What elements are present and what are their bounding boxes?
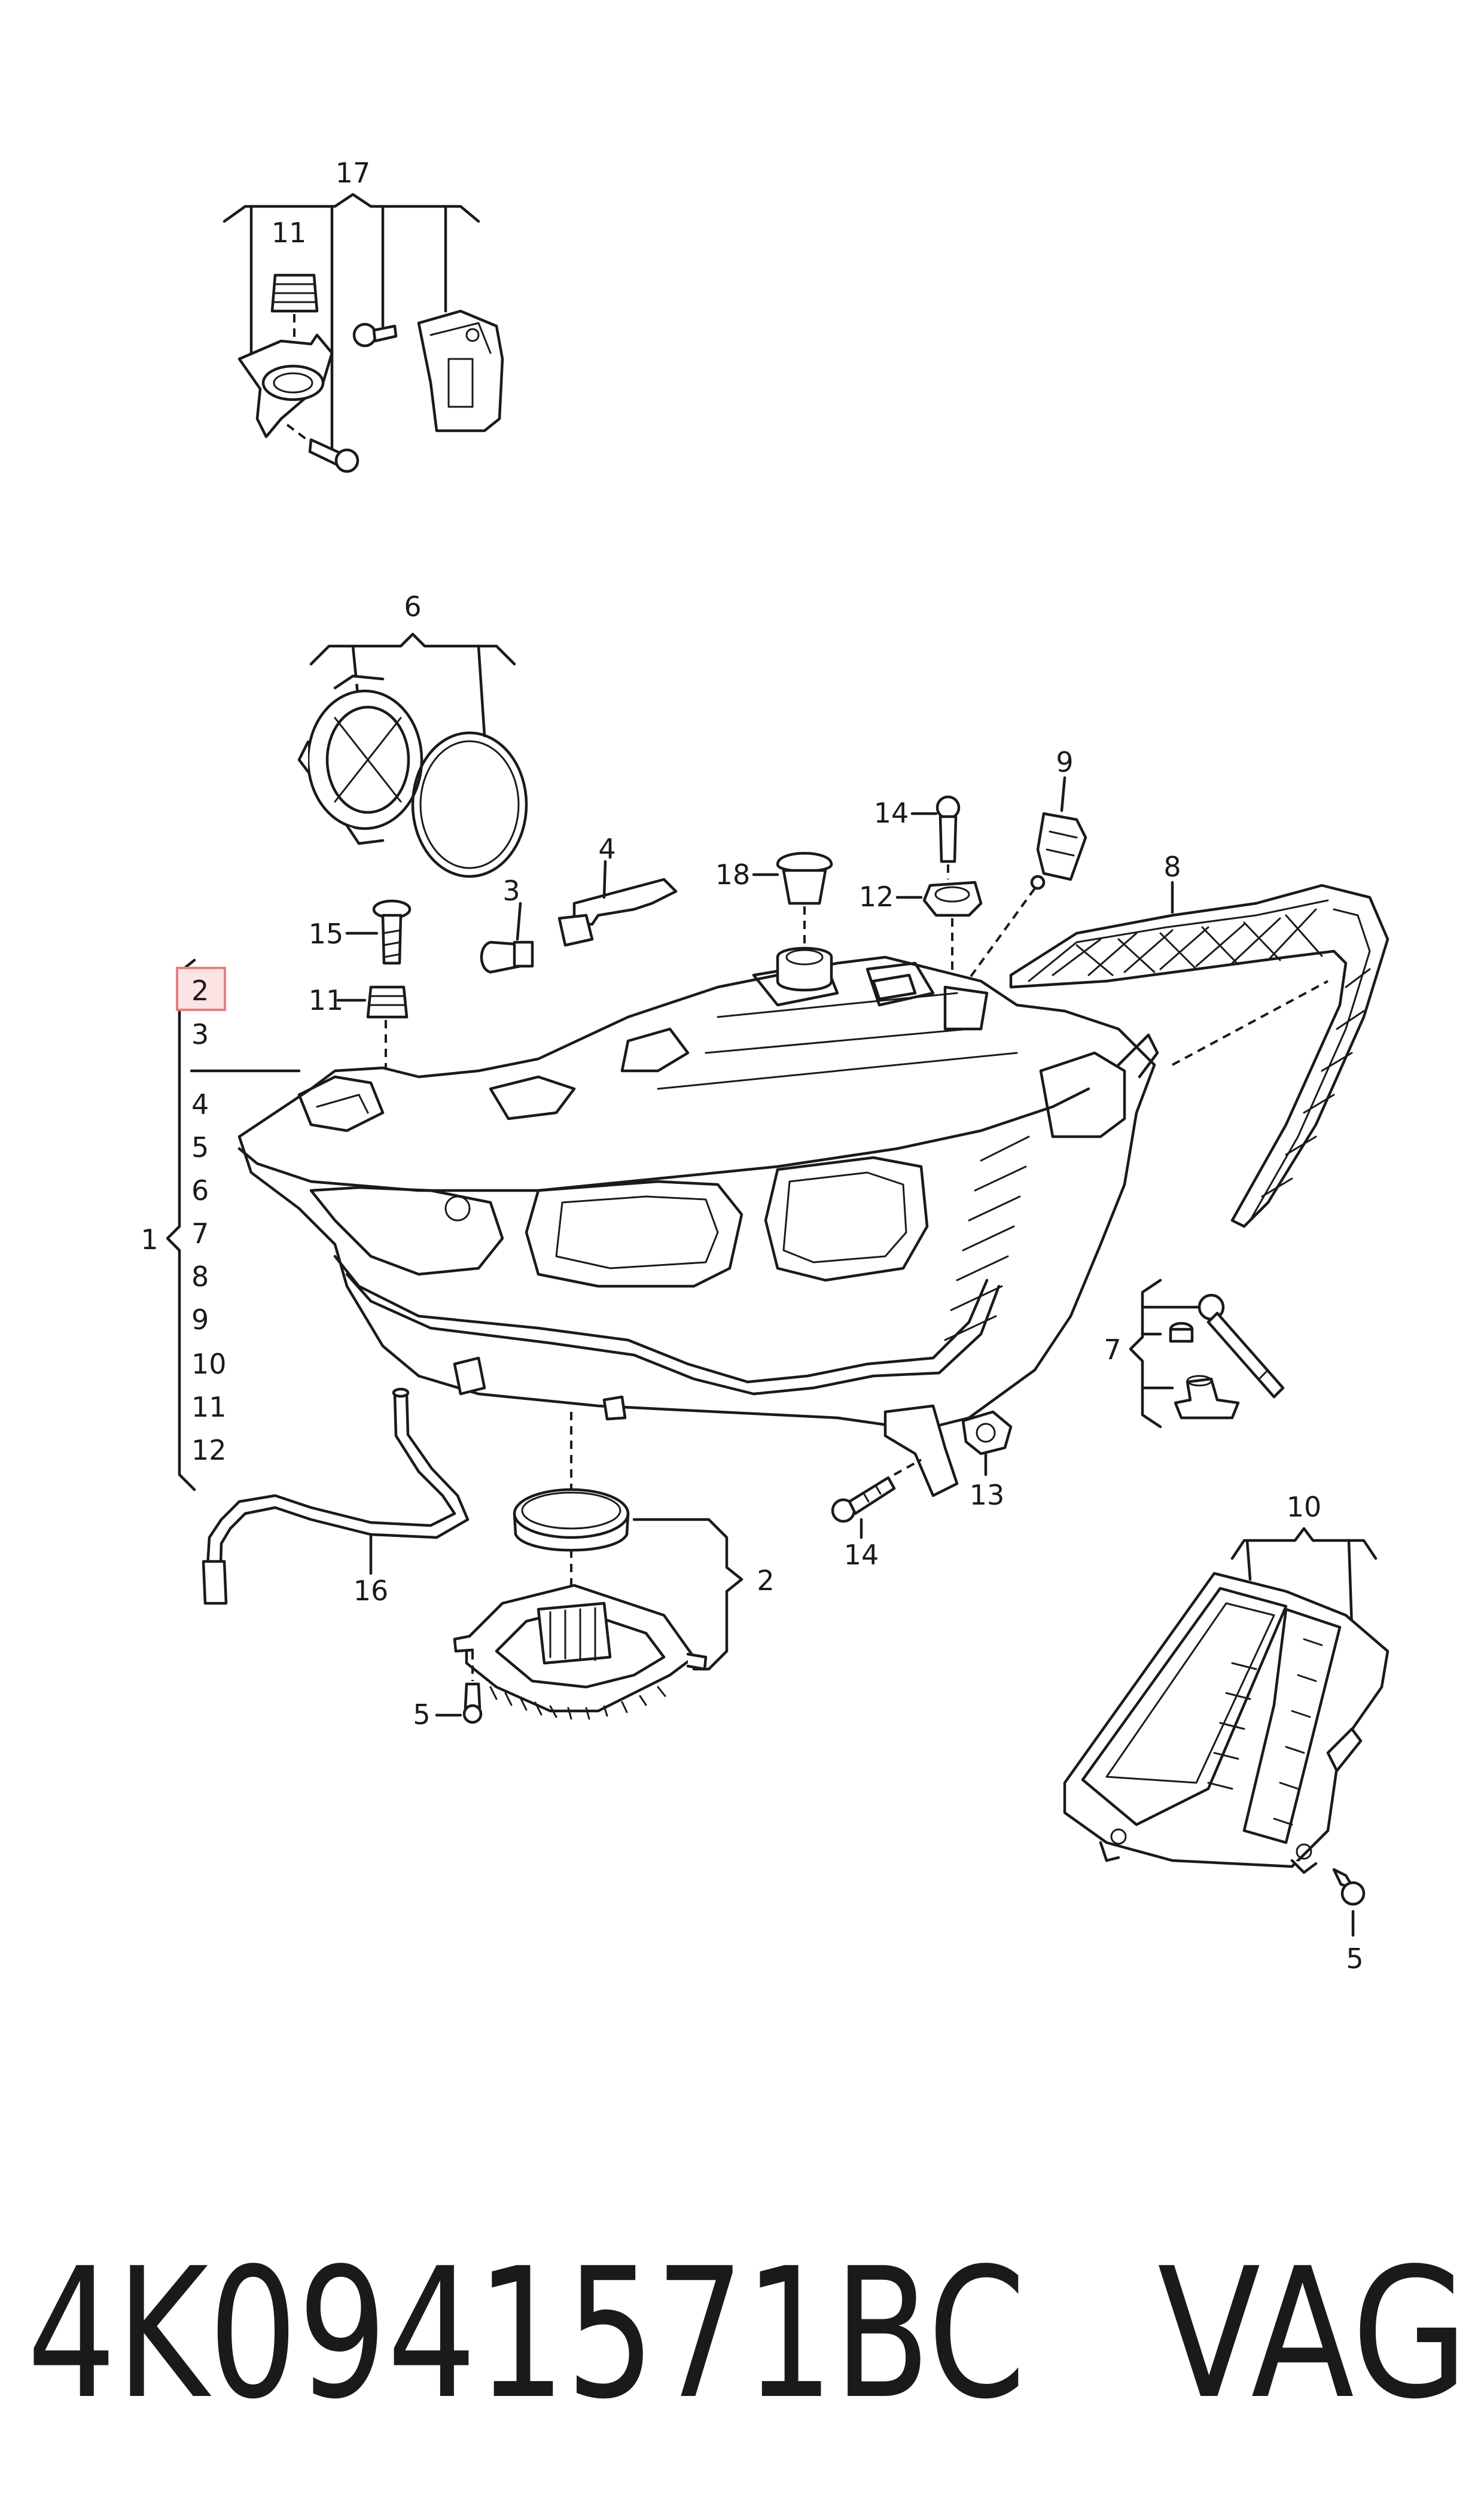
seal-ring [411,731,528,878]
label-4: 4 [598,833,615,865]
seal-ring-2 [513,1488,630,1552]
group-17 [223,193,504,473]
grommet-11 [336,985,409,1068]
assembly-group-1-bracket [166,958,196,1491]
cap-cover [297,674,423,845]
screw-15 [345,899,412,965]
drl-light-module [1063,1572,1389,1874]
assembly-item: 10 [191,1348,227,1380]
pin-part [1197,1293,1285,1399]
label-12-top: 12 [859,881,894,913]
bulb-part [480,902,534,974]
label-10: 10 [1287,1491,1322,1523]
actuator-9 [962,776,1087,988]
screw-part [352,322,398,348]
label-14-top: 14 [874,797,909,829]
highlight-box [176,967,226,1011]
connector-12 [895,881,983,981]
assembly-item: 6 [191,1174,209,1207]
part-number: 4K0941571BC [27,2230,1026,2438]
screw-5-bottom-left [435,1651,483,1724]
label-17: 17 [336,157,371,189]
assembly-list: 1 2 3 4 5 6 7 8 9 10 11 12 [141,975,226,1466]
label-7: 7 [1104,1333,1121,1366]
assembly-item: 7 [191,1217,209,1250]
label-6: 6 [404,590,421,623]
label-8: 8 [1163,851,1181,883]
group-10 [1063,1527,1389,1937]
label-2: 2 [757,1564,774,1597]
clip-13 [961,1410,1013,1476]
headlight-housing [190,946,1159,1497]
assembly-number: 1 [141,1223,158,1256]
assembly-item: 2 [191,975,209,1007]
group-2 [435,1412,743,1724]
ballast-control-unit [453,1584,708,1720]
label-13: 13 [970,1479,1005,1511]
callout-labels: 17 11 6 9 14 4 18 12 8 3 15 11 7 13 14 1… [272,157,1364,1975]
brand-name: VAG [1157,2230,1468,2438]
group-6 [297,632,528,878]
label-15: 15 [309,918,344,950]
bracket-housing [417,309,504,433]
label-9: 9 [1056,746,1073,778]
assembly-item: 5 [191,1131,209,1164]
label-14-bottom: 14 [844,1539,879,1571]
nut-part [1169,1322,1194,1343]
footer: 4K0941571BC VAG [27,2230,1468,2438]
mesh-gasket-8 [1009,881,1389,1228]
assembly-item: 4 [191,1088,209,1121]
vent-hose-16 [202,1387,470,1605]
wiring-clip [557,860,678,947]
label-5-right: 5 [1346,1942,1363,1975]
assembly-item: 11 [191,1391,227,1423]
adjuster-bracket [237,333,334,439]
group-7 [1129,1278,1285,1429]
screw-5-bottom-right [1332,1868,1366,1937]
screw-part [286,424,359,473]
label-3: 3 [502,875,520,907]
label-16: 16 [354,1575,389,1607]
assembly-item: 12 [191,1434,227,1466]
screw-14-bottom [831,1459,922,1539]
assembly-item: 9 [191,1304,209,1336]
assembly-item: 8 [191,1260,209,1293]
label-11-mid: 11 [309,984,344,1016]
plug-18 [752,852,833,957]
label-5-left: 5 [413,1698,430,1731]
assembly-item: 3 [191,1018,209,1051]
label-18: 18 [715,858,751,891]
grommet-part [270,273,319,353]
screw-14-top [910,795,961,879]
cap-part [1174,1375,1240,1420]
label-11-top: 11 [272,217,307,249]
